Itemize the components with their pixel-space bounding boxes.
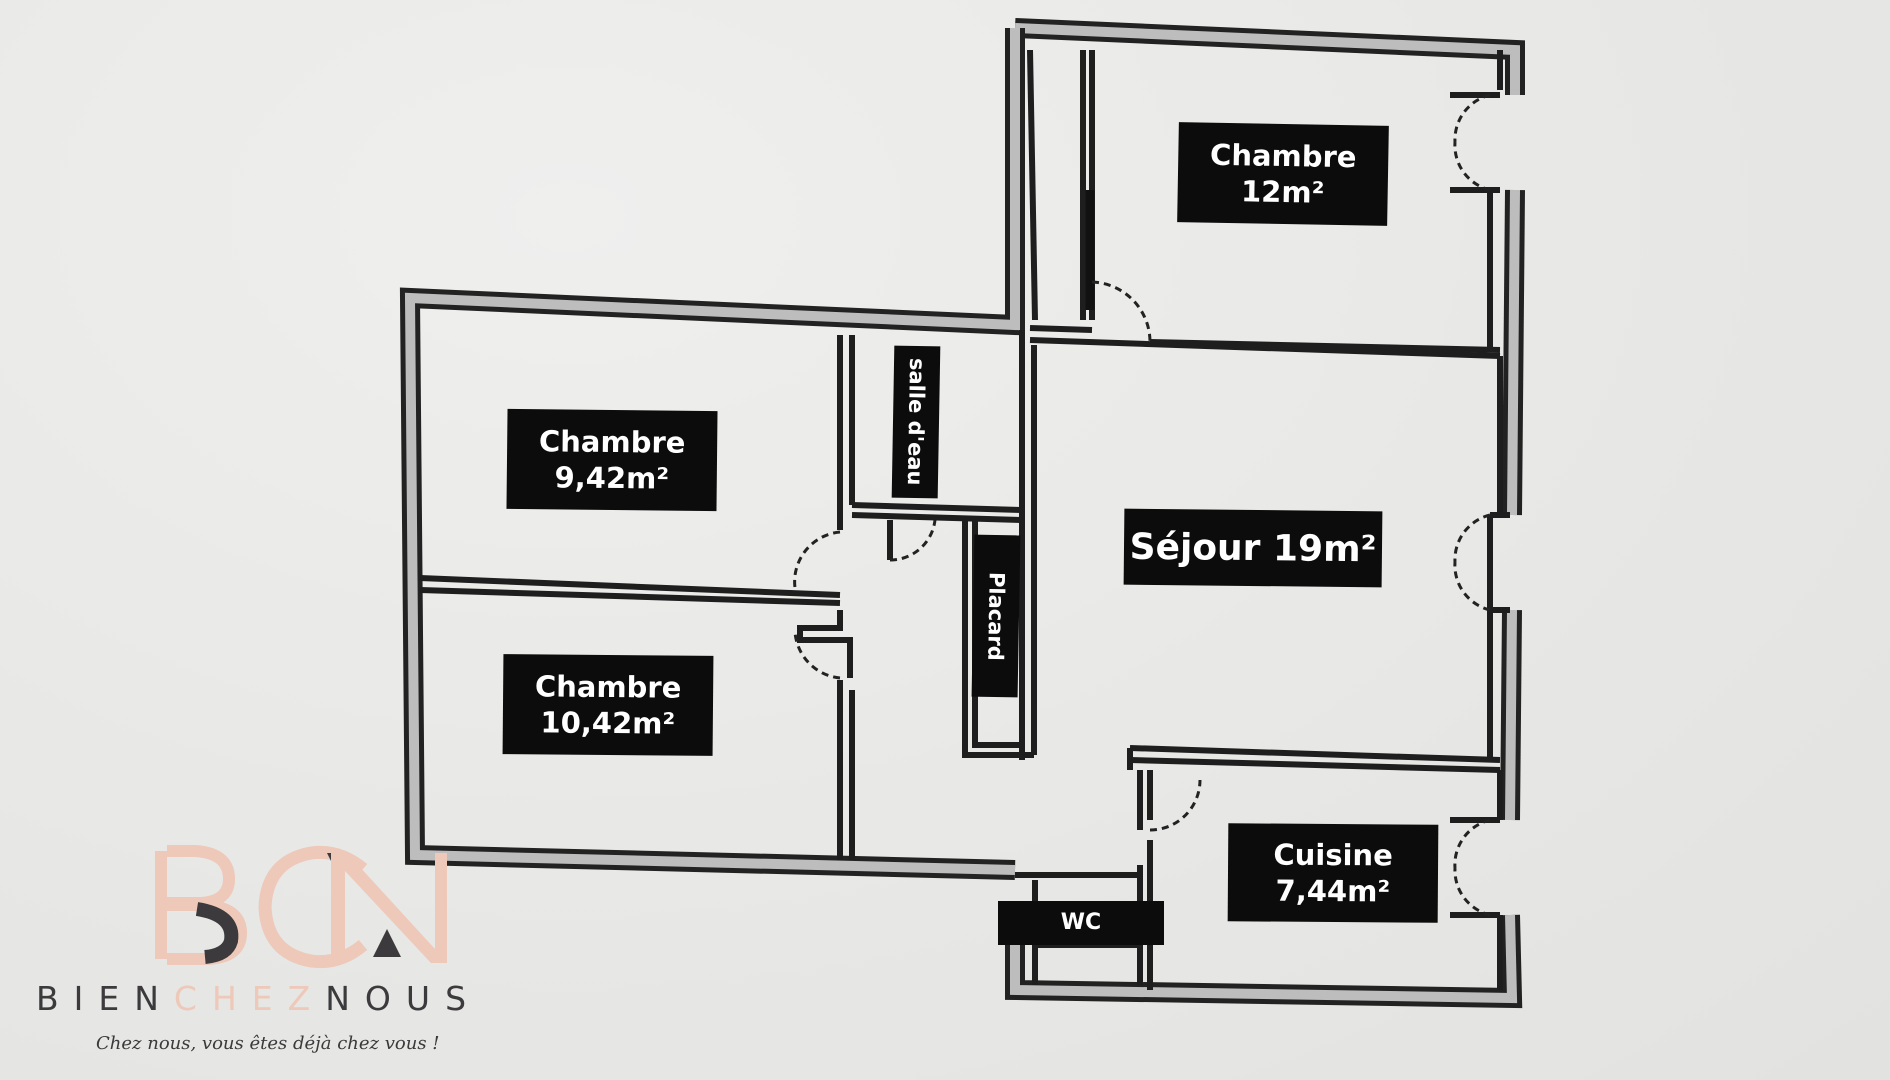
- outer-walls: [399, 18, 1525, 1009]
- logo-letter-b: [155, 845, 248, 965]
- room-label-cuisine: Cuisine 7,44m²: [1227, 823, 1439, 923]
- room-area: 12m²: [1240, 174, 1325, 210]
- room-area: 10,42m²: [540, 705, 676, 741]
- room-label-salle-deau: salle d'eau: [891, 345, 941, 499]
- logo-brand-part: NOUS: [325, 979, 482, 1018]
- logo-monogram: [155, 845, 447, 969]
- room-name: salle d'eau: [902, 358, 930, 486]
- room-area: 9,42m²: [554, 460, 670, 496]
- room-label-chambre-12: Chambre 12m²: [1177, 122, 1389, 226]
- logo-tagline: Chez nous, vous êtes déjà chez vous !: [96, 1033, 440, 1054]
- room-name: Chambre: [534, 669, 682, 705]
- logo-brand-name: BIENCHEZNOUS: [36, 979, 481, 1018]
- door-arcs: [793, 93, 1491, 917]
- room-name: Chambre: [538, 423, 686, 460]
- room-area: 7,44m²: [1275, 873, 1391, 909]
- room-label-wc: WC: [998, 901, 1164, 945]
- room-name: Séjour 19m²: [1129, 526, 1377, 570]
- room-name: Chambre: [1209, 137, 1357, 175]
- logo-brand-part: CHEZ: [173, 979, 326, 1018]
- room-name: WC: [1060, 910, 1102, 936]
- room-name: Cuisine: [1273, 837, 1393, 873]
- room-label-sejour: Séjour 19m²: [1123, 508, 1383, 588]
- room-label-placard: Placard: [971, 534, 1021, 698]
- room-label-chambre-1042: Chambre 10,42m²: [502, 654, 714, 756]
- company-logo: BIENCHEZNOUS Chez nous, vous êtes déjà c…: [30, 845, 520, 1070]
- logo-letter-n: [327, 853, 447, 963]
- room-name: Placard: [983, 571, 1009, 661]
- logo-brand-part: BIEN: [36, 979, 174, 1018]
- logo-letter-c: [258, 845, 368, 969]
- room-label-chambre-942: Chambre 9,42m²: [506, 408, 718, 512]
- interior-walls: [419, 49, 1510, 990]
